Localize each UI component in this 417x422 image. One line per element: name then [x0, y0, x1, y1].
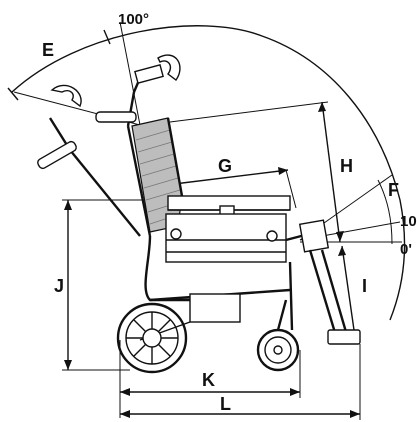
- i-dim-line: [341, 245, 357, 345]
- h-arrow-top: [318, 102, 326, 112]
- f-arc: [377, 179, 393, 245]
- h-arrow-bottom: [336, 231, 344, 242]
- g-ext-right: [285, 169, 297, 209]
- k-arrow-right: [290, 388, 300, 396]
- label-h: H: [340, 156, 353, 176]
- k-arrow-left: [120, 388, 130, 396]
- wheelchair: [37, 54, 361, 374]
- arc-e-tick-right: [103, 29, 111, 45]
- label-angle-0: 0': [400, 241, 412, 258]
- label-e: E: [42, 40, 54, 60]
- j-arrow-top: [64, 200, 72, 210]
- g-dim-line: [165, 169, 289, 186]
- label-l: L: [220, 394, 231, 414]
- h-dim-line: [321, 101, 341, 243]
- radial-line-upper: [119, 21, 141, 126]
- g-arrow-right: [278, 167, 288, 175]
- l-arrow-left: [120, 410, 130, 418]
- label-i: I: [362, 276, 367, 296]
- l-arrow-right: [350, 410, 360, 418]
- j-arrow-bottom: [64, 360, 72, 370]
- label-g: G: [218, 156, 232, 176]
- label-f: F: [388, 180, 399, 200]
- label-j: J: [54, 276, 64, 296]
- label-angle-100: 100°: [118, 11, 149, 28]
- i-arrow-top: [338, 246, 346, 256]
- label-angle-10: 10: [400, 213, 417, 230]
- label-k: K: [202, 370, 215, 390]
- h-dim-top-ext: [169, 101, 329, 123]
- arc-e-tick-left: [7, 87, 19, 101]
